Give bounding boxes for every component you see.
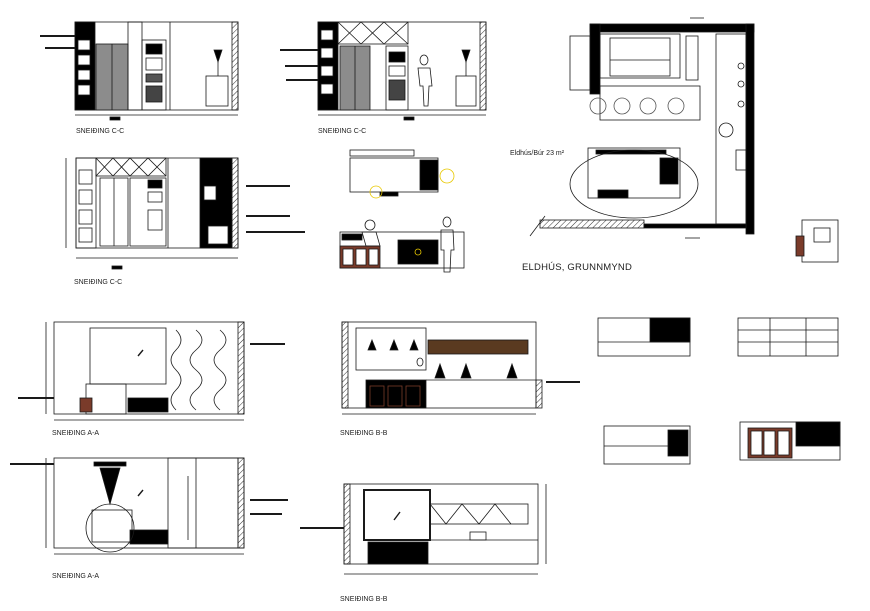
section-aa-view-1 <box>18 321 285 421</box>
section-aa-view-2 <box>10 457 288 555</box>
section-cc-title-1: SNEIÐING C-C <box>76 128 125 135</box>
section-cc-view-3 <box>65 157 305 270</box>
section-cc-title-3: SNEIÐING C-C <box>74 279 123 286</box>
section-aa-title-2: SNEIÐING A-A <box>52 573 100 580</box>
small-elevations <box>597 219 841 465</box>
section-cc-view-1 <box>40 21 239 121</box>
section-bb-title-1: SNEIÐING B-B <box>340 430 388 437</box>
plan-title: ELDHÚS, GRUNNMYND <box>522 262 633 273</box>
section-aa-title-1: SNEIÐING A-A <box>52 430 100 437</box>
kitchen-floor-plan <box>529 17 755 239</box>
section-bb-title-2: SNEIÐING B-B <box>340 596 388 603</box>
section-cc-view-2 <box>280 21 487 121</box>
section-bb-view-2 <box>300 483 547 575</box>
section-bb-view-1 <box>341 321 580 415</box>
section-cc-title-2: SNEIÐING C-C <box>318 128 367 135</box>
island-elevation-sketch <box>339 149 465 273</box>
area-note: Eldhús/Búr 23 m² <box>510 150 565 157</box>
